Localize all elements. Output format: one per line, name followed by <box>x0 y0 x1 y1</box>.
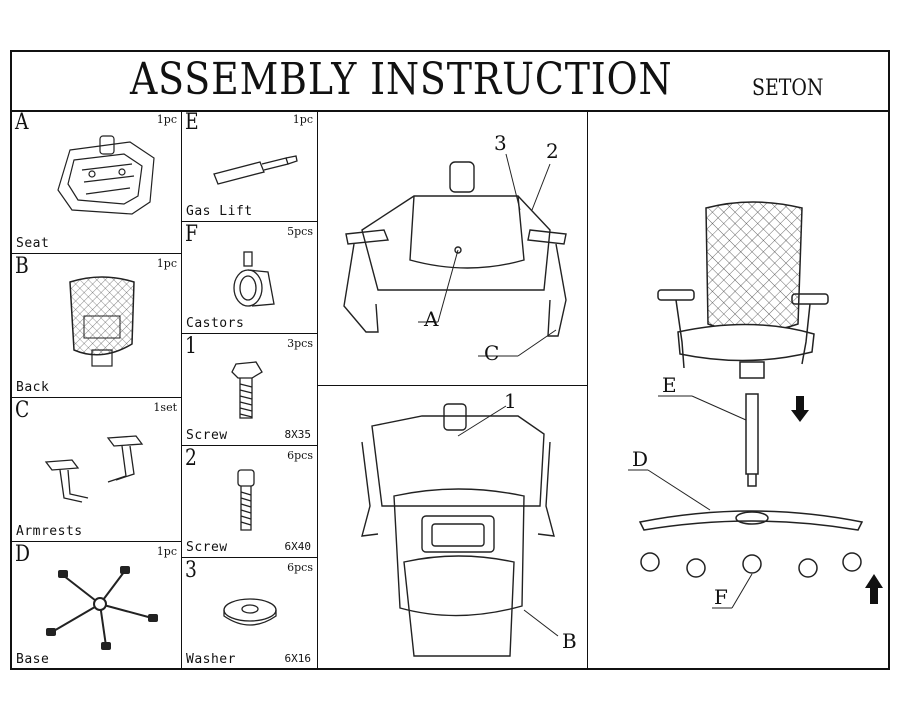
part-letter: 3 <box>185 558 197 583</box>
label-3: 3 <box>494 131 507 155</box>
part-qty: 6pcs <box>287 449 313 462</box>
final-assembly-drawing: E D F <box>628 201 883 609</box>
part-name: Screw <box>186 428 228 443</box>
label-a: A <box>423 307 439 331</box>
part-name: Screw <box>186 540 228 555</box>
label-f: F <box>714 585 728 609</box>
base-icon <box>46 566 158 650</box>
title-row: ASSEMBLY INSTRUCTION SETON <box>12 52 888 112</box>
step-1-diagram: A C 3 2 <box>318 110 588 386</box>
part-letter: 2 <box>185 446 197 471</box>
part-name: Base <box>16 652 50 667</box>
part-qty: 1pc <box>156 545 177 558</box>
step-3-diagram: E D F <box>588 110 888 670</box>
label-b: B <box>562 629 577 653</box>
label-1: 1 <box>504 389 517 413</box>
page-title: ASSEMBLY INSTRUCTION <box>130 54 673 105</box>
part-letter: D <box>15 542 30 567</box>
part-cell-e: E 1pc Gas Lift <box>182 110 318 222</box>
part-letter: B <box>15 254 29 279</box>
part-cell-2: 2 6pcs Screw 6X40 <box>182 446 318 558</box>
part-cell-f: F 5pcs Castors <box>182 222 318 334</box>
seat-back-drawing: 1 B <box>361 389 577 657</box>
part-qty: 1set <box>153 401 177 414</box>
part-cell-3: 3 6pcs Washer 6X16 <box>182 558 318 670</box>
part-cell-d: D 1pc Base <box>12 542 182 670</box>
screw-icon <box>237 469 255 531</box>
part-cell-1: 1 3pcs Screw 8X35 <box>182 334 318 446</box>
part-qty: 1pc <box>156 257 177 270</box>
step-2-diagram: 1 B <box>318 386 588 670</box>
part-qty: 1pc <box>156 113 177 126</box>
castor-icon <box>233 251 275 307</box>
seat-armrest-drawing: A C 3 2 <box>343 131 567 365</box>
screw-icon <box>231 361 263 419</box>
part-cell-a: A 1pc Seat <box>12 110 182 254</box>
part-name: Gas Lift <box>186 204 253 219</box>
gas-lift-icon <box>213 155 298 185</box>
part-qty: 6pcs <box>287 561 313 574</box>
part-size: 8X35 <box>284 428 312 441</box>
part-name: Washer <box>186 652 236 667</box>
part-cell-b: B 1pc Back <box>12 254 182 398</box>
part-letter: E <box>185 110 199 135</box>
part-size: 6X16 <box>284 652 312 665</box>
armrests-icon <box>44 435 144 503</box>
label-c: C <box>484 341 499 365</box>
instruction-sheet: ASSEMBLY INSTRUCTION SETON A 1pc Seat B … <box>10 50 890 670</box>
brand-name: SETON <box>752 76 824 101</box>
part-qty: 3pcs <box>287 337 313 350</box>
part-qty: 1pc <box>292 113 313 126</box>
part-name: Back <box>16 380 50 395</box>
part-letter: C <box>15 398 30 423</box>
part-letter: F <box>185 222 198 247</box>
seat-icon <box>57 135 155 215</box>
back-icon <box>69 276 135 367</box>
part-letter: A <box>15 110 29 135</box>
part-name: Armrests <box>16 524 83 539</box>
washer-icon <box>223 598 277 626</box>
part-name: Seat <box>16 236 50 251</box>
label-d: D <box>632 447 648 471</box>
label-e: E <box>662 373 677 397</box>
label-2: 2 <box>546 139 559 163</box>
part-cell-c: C 1set Armrests <box>12 398 182 542</box>
part-size: 6X40 <box>284 540 312 553</box>
part-letter: 1 <box>185 334 197 359</box>
part-name: Castors <box>186 316 245 331</box>
part-qty: 5pcs <box>287 225 313 238</box>
